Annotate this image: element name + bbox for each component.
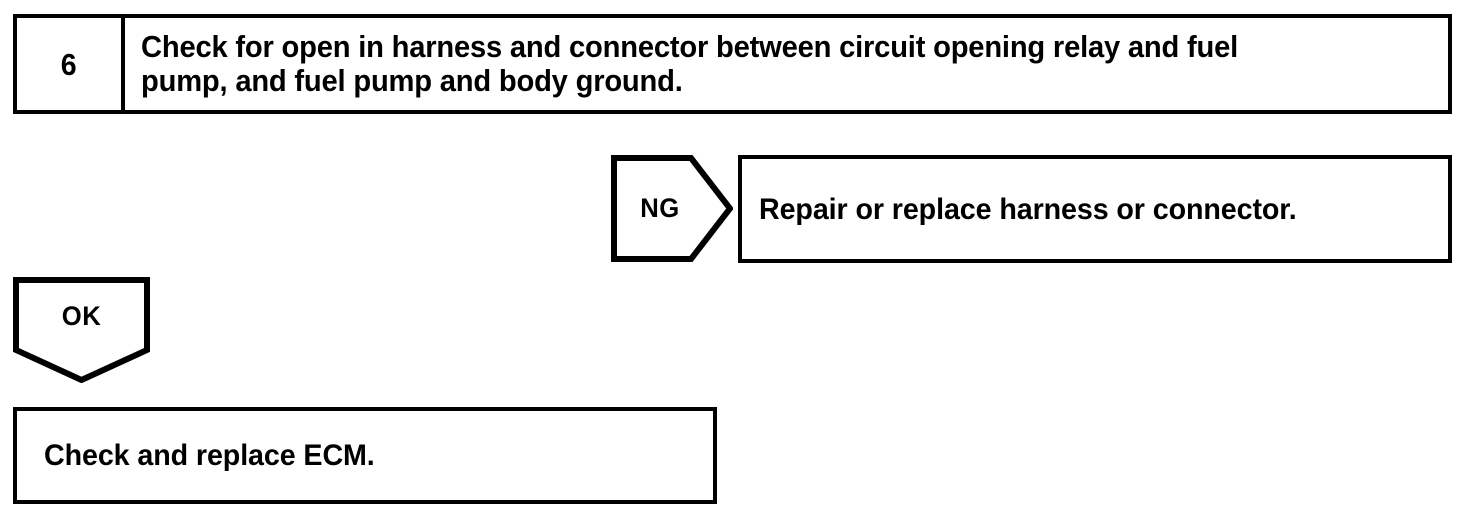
ng-branch-marker	[611, 155, 733, 262]
step-row: 6 Check for open in harness and connecto…	[13, 14, 1452, 114]
ok-branch-marker	[13, 277, 150, 383]
step-number: 6	[61, 46, 77, 82]
ng-result-text: Repair or replace harness or connector.	[759, 192, 1297, 226]
right-pointing-pentagon-icon	[611, 155, 733, 262]
ok-result-text: Check and replace ECM.	[44, 439, 375, 472]
down-pointing-pentagon-icon	[13, 277, 150, 383]
step-number-cell: 6	[17, 18, 125, 110]
ok-result-box: Check and replace ECM.	[13, 407, 717, 504]
step-instruction-cell: Check for open in harness and connector …	[125, 18, 1448, 110]
ok-branch-label: OK	[61, 300, 102, 331]
ng-result-box: Repair or replace harness or connector.	[738, 155, 1452, 263]
ng-branch-label: NG	[640, 193, 680, 223]
step-instruction-text: Check for open in harness and connector …	[141, 29, 1239, 98]
